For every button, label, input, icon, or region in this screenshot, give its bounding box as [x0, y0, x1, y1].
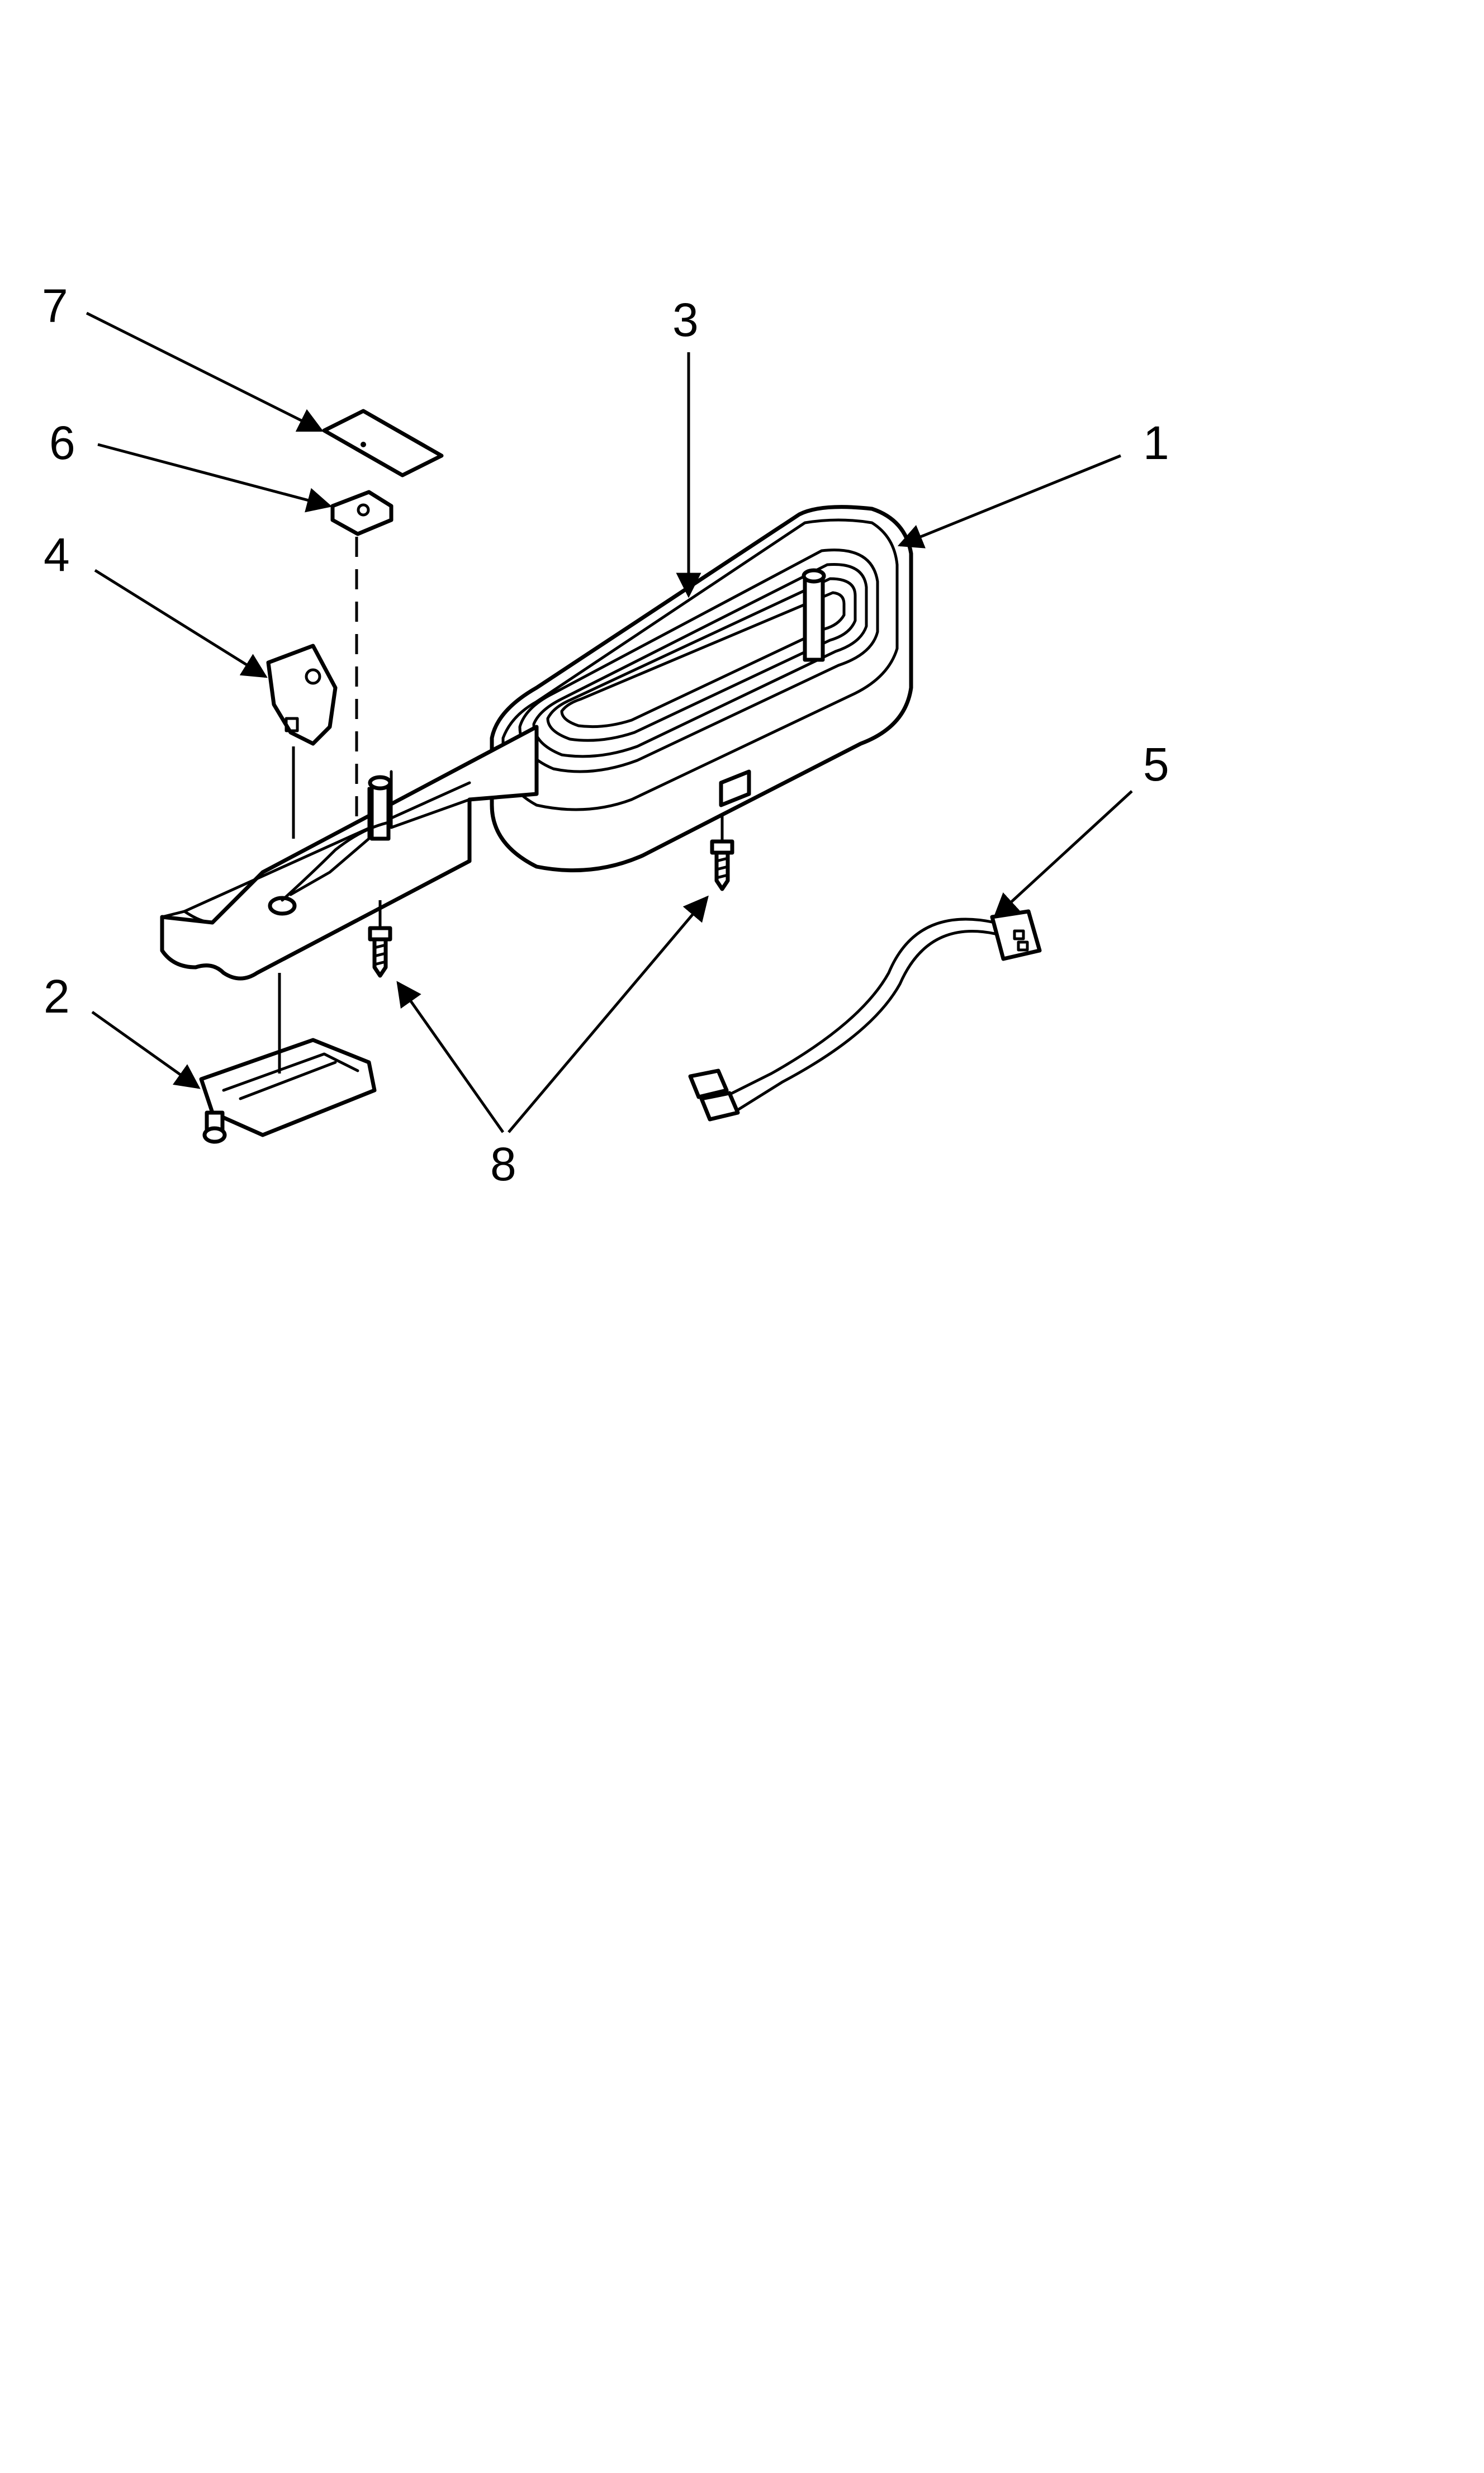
callout-1: 1: [1143, 417, 1169, 469]
screw-left: [368, 900, 392, 978]
part-5-wire-harness: [688, 909, 1042, 1122]
leader-6: [97, 443, 333, 513]
part-1-housing: [160, 505, 913, 981]
part-8-screws: [368, 816, 734, 978]
part-7-plate: [322, 409, 444, 477]
callout-8: 8: [490, 1138, 516, 1190]
leader-7: [86, 311, 324, 432]
leader-4: [94, 569, 268, 678]
leader-1: [897, 454, 1121, 548]
screw-right: [710, 816, 734, 891]
leader-lines: [86, 311, 1133, 1133]
callout-6: 6: [49, 417, 75, 469]
callout-4: 4: [44, 528, 70, 581]
callout-3: 3: [672, 294, 699, 346]
part-2-latch: [199, 973, 377, 1144]
part-6-clip: [330, 490, 393, 828]
callout-7: 7: [42, 280, 68, 332]
callout-5: 5: [1143, 738, 1169, 791]
leader-2: [91, 1010, 201, 1089]
part-4-bracket: [266, 644, 338, 839]
leader-5: [993, 790, 1133, 919]
leader-8a: [396, 981, 505, 1133]
callout-2: 2: [44, 970, 70, 1023]
leader-8b: [508, 895, 709, 1133]
